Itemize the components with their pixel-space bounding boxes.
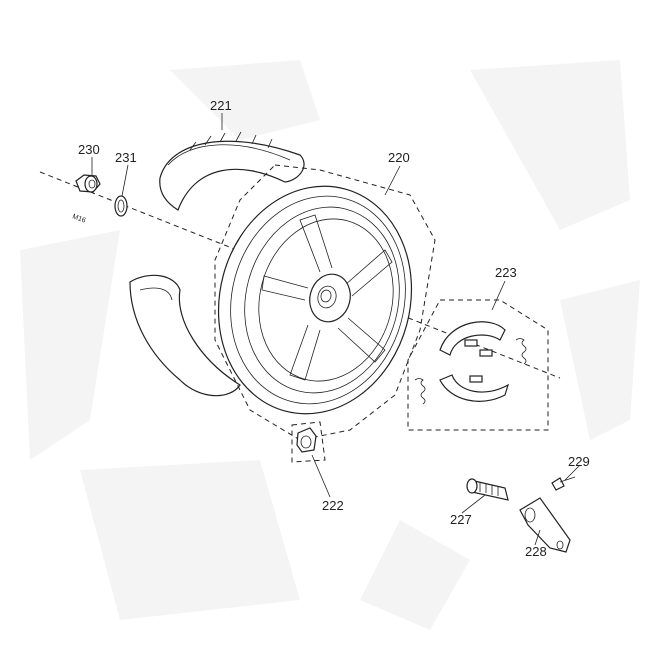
washer-231 bbox=[114, 195, 128, 217]
tire-221 bbox=[129, 131, 305, 397]
label-223: 223 bbox=[495, 265, 517, 280]
brake-shoes-223 bbox=[407, 299, 549, 431]
brake-arm-228 bbox=[519, 497, 571, 553]
callout-labels: 230 231 221 220 223 222 227 228 229 bbox=[78, 98, 590, 559]
label-228: 228 bbox=[525, 544, 547, 559]
label-229: 229 bbox=[568, 454, 590, 469]
rim-220 bbox=[214, 164, 436, 441]
leader-lines bbox=[91, 113, 581, 546]
label-230: 230 bbox=[78, 142, 100, 157]
background-watermark bbox=[20, 60, 640, 630]
label-231: 231 bbox=[115, 150, 137, 165]
label-227: 227 bbox=[450, 512, 472, 527]
valve-stem-222 bbox=[291, 421, 326, 463]
label-220: 220 bbox=[388, 150, 410, 165]
bolt-229 bbox=[551, 476, 576, 491]
axle-nut-230: M16 bbox=[71, 174, 101, 225]
nut-marking-text: M16 bbox=[71, 213, 86, 224]
label-222: 222 bbox=[322, 498, 344, 513]
brake-cam-227 bbox=[466, 478, 509, 501]
label-221: 221 bbox=[210, 98, 232, 113]
